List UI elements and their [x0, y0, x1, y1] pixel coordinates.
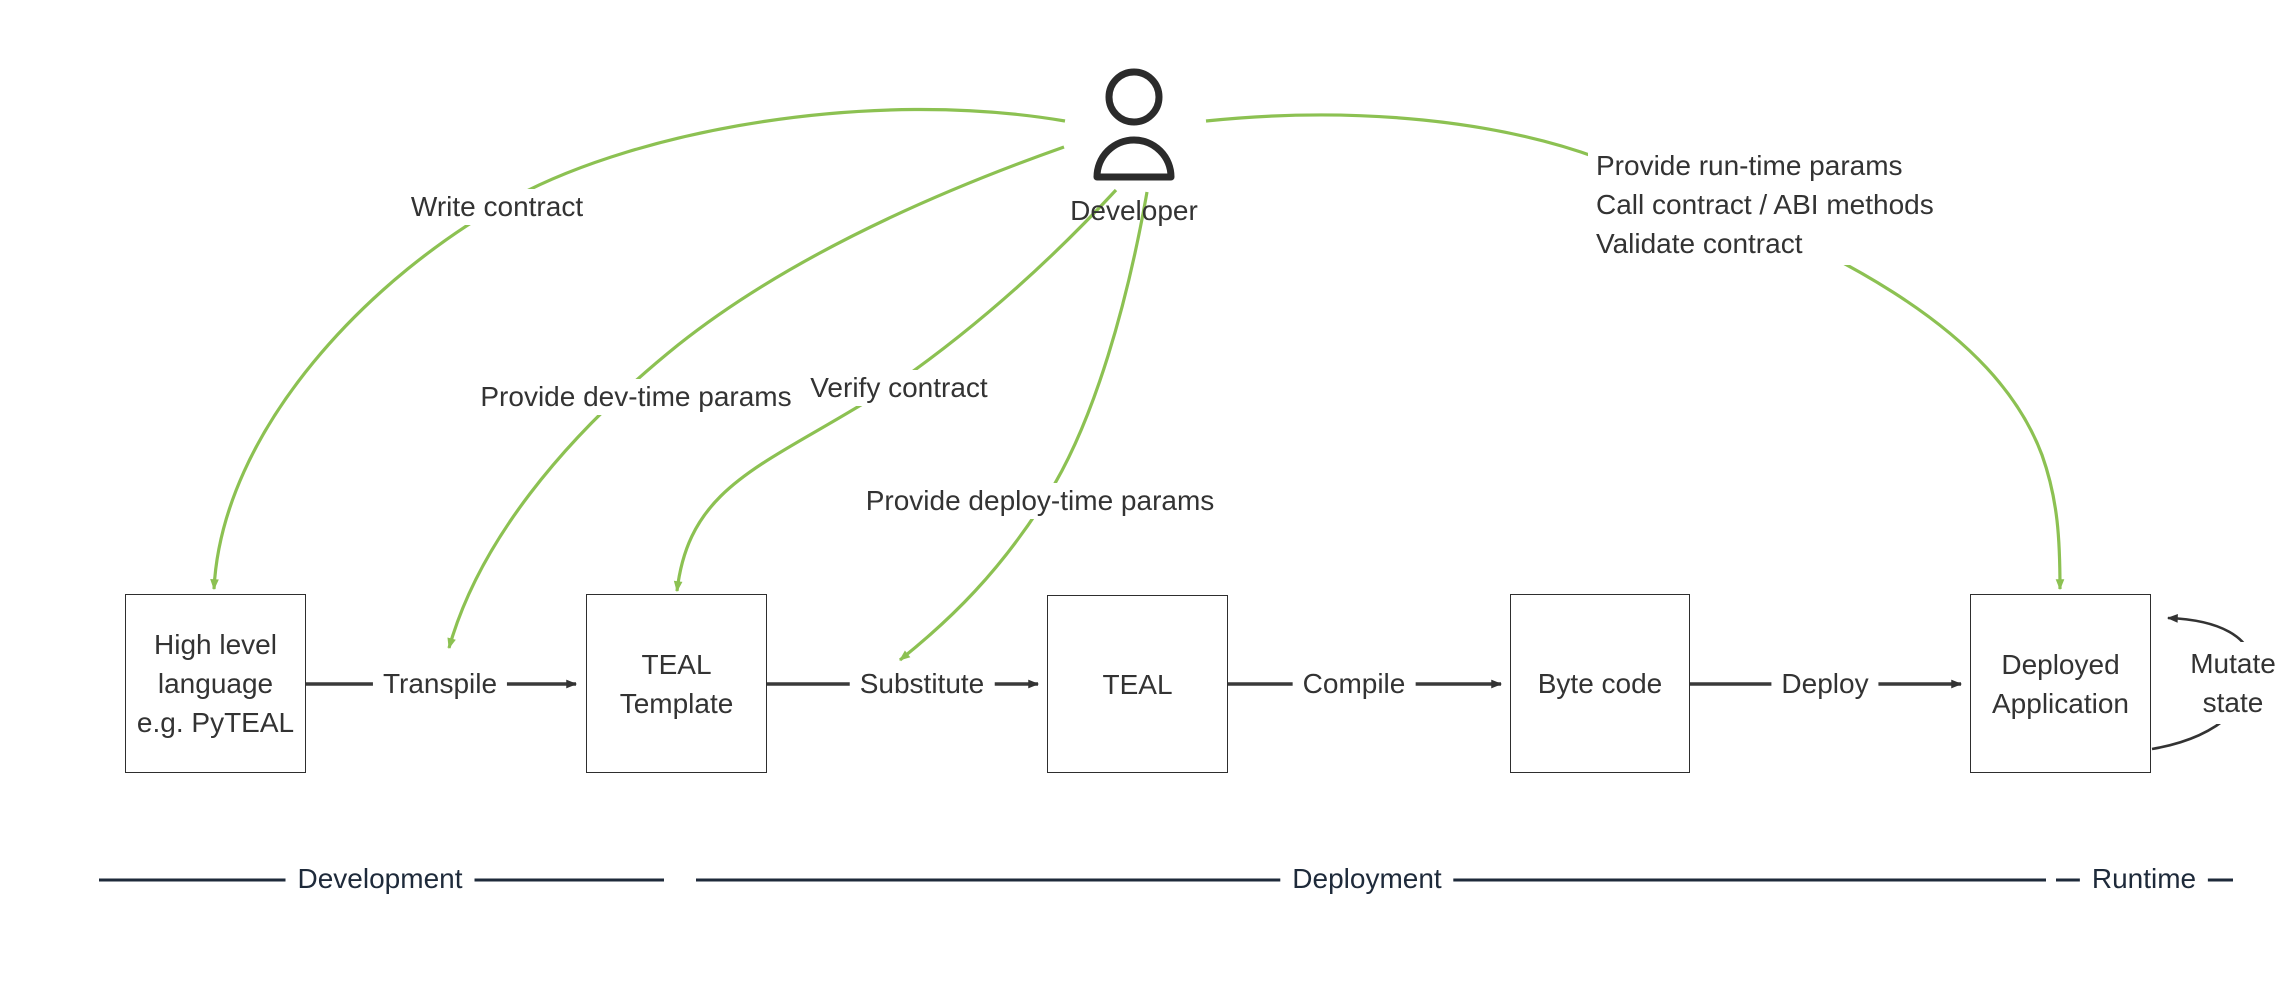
curve-provide-dev-time-params — [447, 145, 1065, 650]
node-teal: TEAL — [1047, 595, 1228, 773]
phase-label-deployment: Deployment — [1280, 863, 1454, 895]
edge-label-line: state — [2202, 687, 2264, 718]
action-label-line: Provide run-time params — [1596, 150, 1903, 181]
edge-label-deploy: Deploy — [1771, 666, 1879, 702]
action-label-run-time-block: Provide run-time params Call contract / … — [1588, 144, 1942, 265]
node-line: Byte code — [1537, 668, 1663, 699]
action-label-provide-deploy-time-params: Provide deploy-time params — [857, 483, 1223, 519]
node-line: High level — [154, 629, 277, 660]
edge-label-mutate-state: Mutate state — [2184, 642, 2282, 724]
node-high-level-language: High level language e.g. PyTEAL — [125, 594, 306, 773]
action-label-line: Validate contract — [1596, 228, 1803, 259]
edge-label-compile: Compile — [1292, 666, 1416, 702]
node-line: Application — [1992, 687, 2129, 719]
action-label-line: Call contract / ABI methods — [1596, 189, 1934, 220]
action-label-provide-dev-time-params: Provide dev-time params — [472, 379, 800, 415]
node-line: TEAL — [1102, 668, 1173, 700]
node-line: e.g. PyTEAL — [136, 707, 295, 738]
phase-label-runtime: Runtime — [2079, 863, 2209, 895]
action-label-verify-contract: Verify contract — [802, 370, 996, 406]
node-line: Deployed — [2001, 648, 2120, 680]
edge-label-transpile: Transpile — [372, 666, 508, 702]
node-line: language — [157, 668, 274, 699]
node-line: TEAL — [641, 648, 712, 680]
node-byte-code: Byte code — [1510, 594, 1690, 773]
edge-label-substitute: Substitute — [849, 666, 995, 702]
node-deployed-application: Deployed Application — [1970, 594, 2151, 773]
phase-label-development: Development — [285, 863, 475, 895]
edge-label-line: Mutate — [2190, 648, 2276, 679]
developer-icon — [1093, 68, 1175, 181]
node-line: Template — [619, 687, 734, 719]
action-label-write-contract: Write contract — [402, 189, 592, 225]
developer-label: Developer — [1070, 195, 1198, 226]
curve-provide-deploy-time-params — [899, 191, 1149, 662]
node-teal-template: TEAL Template — [586, 594, 767, 773]
